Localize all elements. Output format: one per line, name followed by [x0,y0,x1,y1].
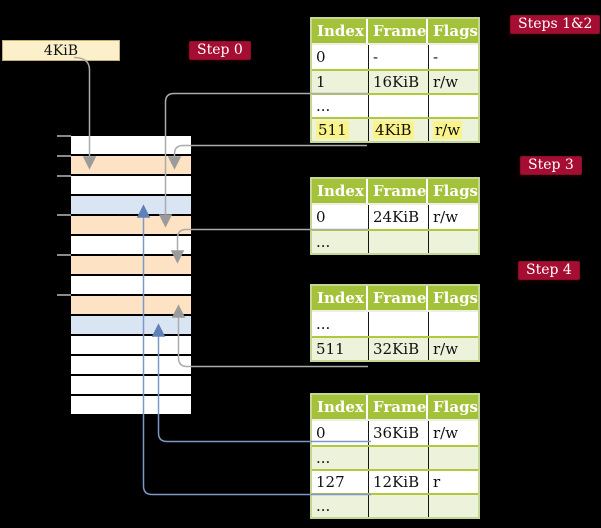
table-row-highlighted: 511 4KiB r/w [312,117,478,141]
page-table-step-3: Index Frame Flags 0 24KiB r/w ... [310,177,480,255]
table-row: 511 32KiB r/w [312,336,478,360]
column-header-flags: Flags [433,22,478,40]
memory-frame-14 [71,396,191,414]
table-header: Index Frame Flags [312,395,478,421]
memory-frame-4 [71,196,191,216]
frame-boundary-tick [57,294,71,296]
memory-frame-10 [71,316,191,336]
memory-frame-1 [71,136,191,156]
table-row: ... [312,445,478,469]
page-table-step-4: Index Frame Flags ... 511 32KiB r/w [310,284,480,362]
column-header-frame: Frame [368,19,428,43]
column-header-index: Index [312,395,368,419]
frame-boundary-tick [57,214,71,216]
frame-size-label: 4KiB [43,42,79,59]
table-row: 127 12KiB r [312,469,478,493]
column-header-index: Index [312,19,368,43]
memory-frame-12 [71,356,191,376]
memory-frame-2 [71,156,191,176]
table-header: Index Frame Flags [312,179,478,205]
column-header-flags: Flags [433,398,478,416]
table-row: 1 16KiB r/w [312,69,478,93]
memory-frame-8 [71,276,191,296]
table-row: ... [312,312,478,336]
column-header-flags: Flags [433,182,478,200]
memory-frame-11 [71,336,191,356]
memory-frame-13 [71,376,191,396]
page-table-final: Index Frame Flags 0 36KiB r/w ... 127 12… [310,393,480,519]
table-row: ... [312,493,478,517]
connector-t1-entry511-to-frame-4kib [167,144,367,170]
column-header-frame: Frame [368,395,428,419]
memory-frame-9 [71,296,191,316]
frame-size-box: 4KiB [2,40,120,61]
table-row: 0 - - [312,45,478,69]
memory-frame-7 [71,256,191,276]
step-3-label: Step 3 [520,156,582,175]
table-header: Index Frame Flags [312,19,478,45]
page-table-steps-1-2: Index Frame Flags 0 - - 1 16KiB r/w ... … [310,17,480,143]
frame-boundary-tick [57,175,71,177]
table-row: 0 24KiB r/w [312,205,478,229]
memory-frame-6 [71,236,191,256]
frame-boundary-tick [57,155,71,157]
frame-boundary-tick [57,135,71,137]
column-header-index: Index [312,286,368,310]
memory-frame-5 [71,216,191,236]
step-4-label: Step 4 [518,261,580,280]
table-row: ... [312,93,478,117]
steps-1-2-label: Steps 1&2 [510,15,601,34]
memory-frame-3 [71,176,191,196]
column-header-frame: Frame [368,286,428,310]
step-0-label: Step 0 [189,41,251,60]
column-header-frame: Frame [368,179,428,203]
table-row: 0 36KiB r/w [312,421,478,445]
column-header-index: Index [312,179,368,203]
physical-memory-column [71,136,191,414]
column-header-flags: Flags [433,289,478,307]
table-header: Index Frame Flags [312,286,478,312]
table-row: ... [312,229,478,253]
frame-boundary-tick [57,254,71,256]
